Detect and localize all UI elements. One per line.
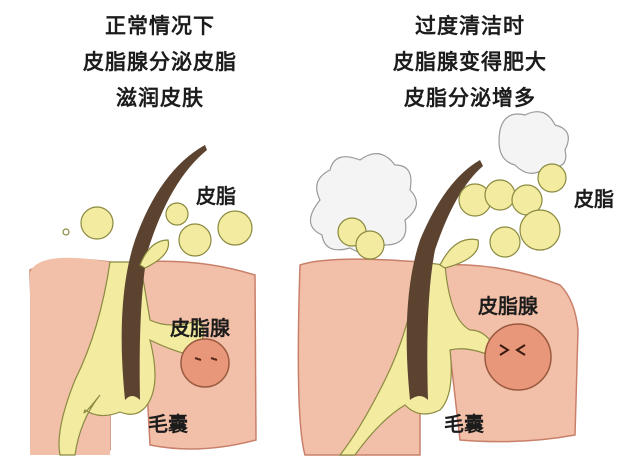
- panel-title-over-cleansing: 过度清洁时 皮脂腺变得肥大 皮脂分泌增多: [320, 8, 620, 116]
- title-line: 皮脂腺分泌皮脂: [83, 50, 237, 74]
- title-line: 皮脂分泌增多: [404, 86, 536, 110]
- foam-clouds: [309, 111, 569, 254]
- sebaceous-gland-right: [484, 323, 552, 391]
- panel-title-normal: 正常情况下 皮脂腺分泌皮脂 滋润皮肤: [20, 8, 300, 116]
- label-sebaceous-gland-right: 皮脂腺: [478, 294, 538, 318]
- sebum-droplets-right: [337, 163, 567, 269]
- sebaceous-gland-left: [180, 338, 230, 388]
- label-sebum-left: 皮脂: [196, 184, 236, 208]
- title-line: 正常情况下: [105, 14, 215, 38]
- title-line: 滋润皮肤: [116, 86, 204, 110]
- right-panel-illustration: [297, 111, 579, 456]
- title-line: 皮脂腺变得肥大: [393, 50, 547, 74]
- title-line: 过度清洁时: [415, 14, 525, 38]
- label-sebaceous-gland-left: 皮脂腺: [170, 316, 230, 340]
- label-hair-follicle-left: 毛囊: [148, 412, 188, 436]
- sebum-droplets-left: [62, 202, 253, 269]
- left-panel-illustration: [29, 145, 257, 456]
- hair-left: [121, 145, 207, 400]
- label-sebum-right: 皮脂: [574, 187, 614, 211]
- label-hair-follicle-right: 毛囊: [444, 412, 484, 436]
- hair-right: [406, 160, 483, 400]
